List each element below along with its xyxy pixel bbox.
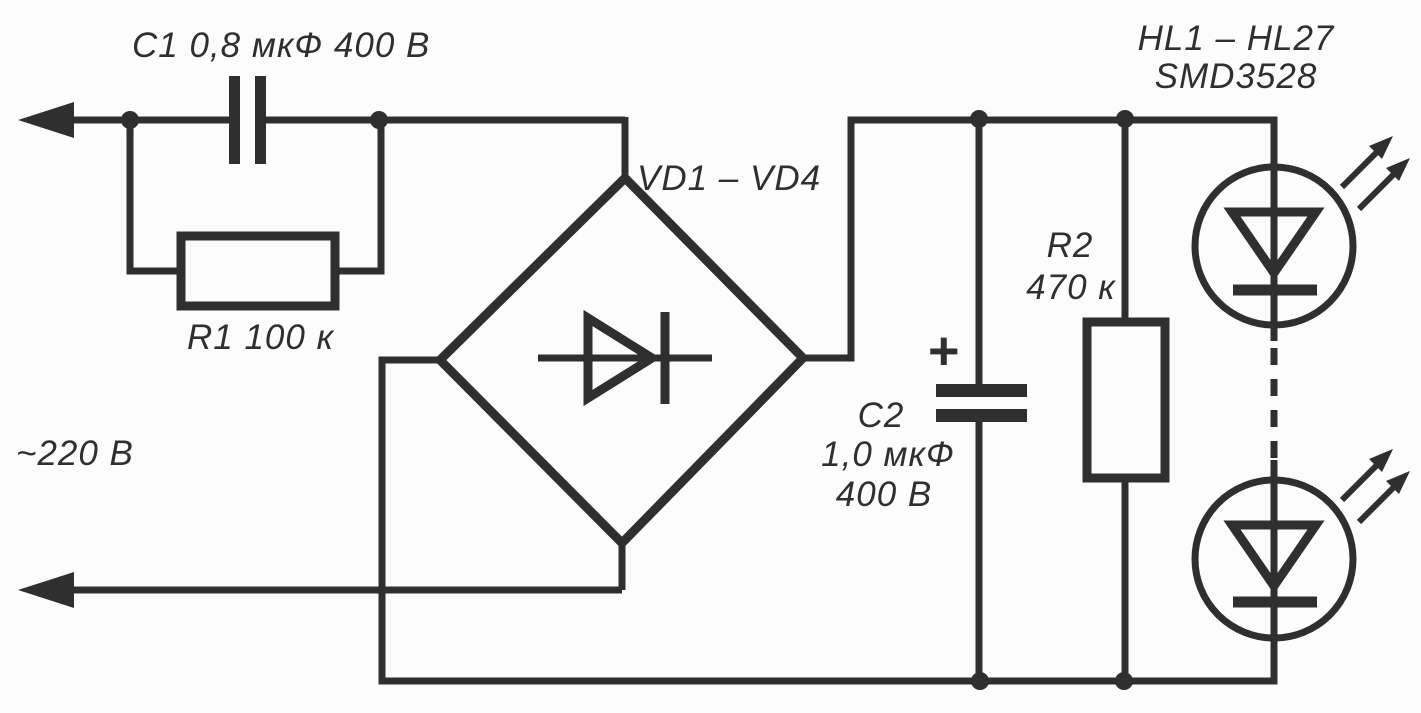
capacitor-plate (936, 409, 1027, 422)
emission-arrowhead (1369, 136, 1393, 159)
dc-minus-rail (378, 356, 1278, 690)
emission-arrowhead (1386, 158, 1410, 181)
r1-label: R1 100 к (187, 318, 335, 357)
wire-segment (378, 356, 1278, 685)
light-emission-arrows-icon (1339, 136, 1410, 212)
led-range-label: HL1 – HL27 (1138, 19, 1335, 58)
wire-segment (803, 116, 1278, 362)
emission-arrowhead (1386, 471, 1410, 494)
emission-arrow (1356, 484, 1397, 525)
arrowhead-left-icon (18, 572, 74, 608)
emission-arrow (1339, 462, 1380, 503)
diode-triangle (583, 309, 661, 407)
emission-arrow (1356, 171, 1397, 212)
led-triangle (1223, 520, 1325, 594)
led-string-label: HL1 – HL27 SMD3528 (1138, 19, 1335, 96)
emission-arrow (1339, 149, 1380, 190)
c1-label: C1 0,8 мкФ 400 В (132, 26, 430, 65)
capacitor-plate (255, 76, 266, 164)
input-voltage-label: ~220 В (16, 434, 134, 473)
wire-segment (126, 120, 181, 275)
c1-capacitor: C1 0,8 мкФ 400 В (132, 26, 430, 164)
emission-arrowhead (1369, 449, 1393, 472)
r1-resistor: R1 100 к (126, 120, 385, 357)
c2-capacitor: + C2 1,0 мкФ 400 В (821, 116, 1027, 681)
capacitor-plate (936, 384, 1027, 397)
light-emission-arrows-icon (1339, 449, 1410, 525)
polarity-plus-sign: + (928, 321, 960, 381)
c2-label-name: C2 (858, 396, 905, 435)
ac-input-bottom-wire (18, 542, 626, 608)
c2-label-value: 1,0 мкФ (821, 435, 955, 474)
wire-segment (335, 124, 385, 275)
arrowhead-left-icon (18, 102, 74, 138)
bridge-diamond (433, 171, 810, 550)
c2-label-voltage: 400 В (836, 475, 932, 514)
led-circle (1191, 476, 1357, 642)
led2 (1191, 449, 1410, 681)
led-triangle (1223, 207, 1325, 281)
dc-plus-rail (803, 110, 1278, 362)
resistor-body (1082, 317, 1170, 483)
r2-label-name: R2 (1047, 226, 1094, 265)
r2-label-value: 470 к (1026, 268, 1116, 307)
capacitor-plate (229, 76, 240, 164)
r2-resistor: R2 470 к (1026, 116, 1170, 681)
resistor-body (176, 231, 340, 311)
led1 (1191, 136, 1410, 341)
led-type-label: SMD3528 (1155, 57, 1318, 96)
ac-input-top-wire (18, 102, 629, 180)
diode-icon (538, 309, 712, 407)
bridge-rectifier: VD1 – VD4 (433, 159, 821, 550)
led-circle (1191, 163, 1357, 329)
bridge-label: VD1 – VD4 (637, 159, 821, 198)
